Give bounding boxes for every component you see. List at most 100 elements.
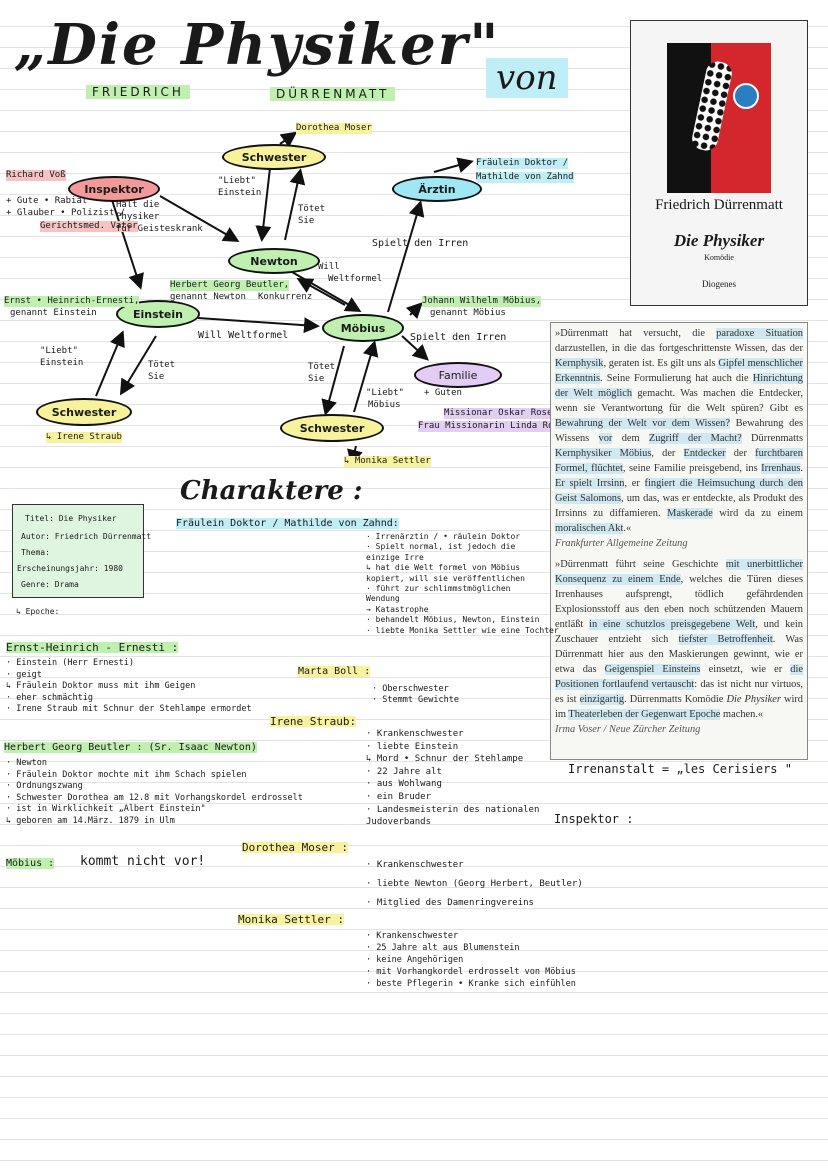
char-ernst-lines: · Einstein (Herr Ernesti) · geigt ↳ Fräu… xyxy=(6,658,252,714)
quote-2-text: »Dürrenmatt führt seine Geschichte mit u… xyxy=(555,557,803,722)
arrow-newton-schwester xyxy=(284,168,306,241)
quote-text-segment: Die Physiker xyxy=(726,694,781,705)
label-dorothea: Dorothea Moser xyxy=(296,123,372,134)
page-title: „Die Physiker" xyxy=(14,12,501,78)
char-marta-name: Marta Boll : xyxy=(298,666,371,677)
label-haelt3: für Geisteskrank xyxy=(116,224,203,234)
quote-text-segment: , er xyxy=(624,478,645,489)
label-fraeulein-1: Fräulein Doktor / xyxy=(476,158,569,169)
label-ernst-1: Ernst • Heinrich-Ernesti, xyxy=(4,296,140,307)
highlighted-phrase: in eine schutzlos preisgegebene Welt xyxy=(589,619,756,630)
info-genre: Genre: Drama xyxy=(21,580,79,589)
label-toetet-mid-1: Tötet xyxy=(308,362,336,372)
highlighted-phrase: paradoxe Situation xyxy=(716,328,803,339)
label-gerichtsmed: Gerichtsmed. Vater xyxy=(40,221,138,232)
label-will-2: Weltformel xyxy=(328,274,383,284)
label-herbert-1: Herbert Georg Beutler, xyxy=(170,280,290,291)
label-toetet-left-1: Tötet xyxy=(148,360,176,370)
label-guten: + Guten xyxy=(424,388,462,398)
label-liebt-left-2: Einstein xyxy=(40,358,84,368)
highlighted-phrase: Bewahrung der Welt vor dem Wissen? xyxy=(555,418,730,429)
label-missionar-2: Frau Missionarin Linda Rose xyxy=(418,421,565,432)
quote-text-segment: : das ist nicht nur virtuos, es ist xyxy=(555,679,803,705)
char-moebius-name: Möbius : xyxy=(6,858,55,869)
char-irene-lines: · Krankenschwester · liebte Einstein ↳ M… xyxy=(366,729,540,828)
quote-text-segment: , und kein Zuschauer entzieht sich xyxy=(555,619,803,645)
char-monika-lines: · Krankenschwester · 25 Jahre alt aus Bl… xyxy=(366,931,576,989)
author-firstname: FRIEDRICH xyxy=(86,85,190,99)
label-fraeulein-2: Mathilde von Zahnd xyxy=(476,172,574,183)
inspektor-note: Inspektor : xyxy=(554,812,634,826)
label-missionar-1: Missionar Oskar Rose / xyxy=(444,408,564,419)
cover-genre: Komödie xyxy=(704,253,734,262)
node-familie: Familie xyxy=(414,362,502,388)
arrow-moebius-johann xyxy=(405,302,423,320)
arrow-einstein-schwester xyxy=(119,335,157,396)
char-fraeulein-lines: · Irrenärztin / • räulein Doktor · Spiel… xyxy=(366,532,559,635)
char-fraeulein-name: Fräulein Doktor / Mathilde von Zahnd: xyxy=(176,518,399,529)
quote-text-segment: gemacht. Was machen die Entdecker, wenn … xyxy=(555,388,803,414)
quote-text-segment: »Dürrenmatt hat versucht, die xyxy=(555,328,717,339)
arrow-schwester-moebius xyxy=(353,340,379,413)
label-liebt-mid-2: Möbius xyxy=(368,400,401,410)
char-ernst-name: Ernst-Heinrich - Ernesti : xyxy=(6,641,179,654)
quote-text-segment: . xyxy=(800,463,804,474)
quote-text-segment: , geraten ist. Es gilt uns als xyxy=(603,358,719,369)
highlighted-phrase: Kernphysiker Möbius xyxy=(555,448,652,459)
label-spielt-irren: Spielt den Irren xyxy=(410,332,507,343)
label-toetet-mid-2: Sie xyxy=(308,374,325,384)
label-toetet-top-2: Sie xyxy=(298,216,315,226)
arrow-moebius-newton xyxy=(296,278,346,306)
quote-text-segment: darzustellen, in die das fortgeschritten… xyxy=(555,343,803,354)
quote-text-segment: , um das, was er entdeckte, als Produkt … xyxy=(555,493,803,519)
highlighted-phrase: tiefster Betroffenheit xyxy=(678,634,773,645)
arrow-einstein-moebius xyxy=(197,317,320,334)
highlighted-phrase: Geigenspiel Einsteins xyxy=(604,664,701,675)
label-liebt-einstein-2: Einstein xyxy=(218,188,262,198)
info-epoche: ↳ Epoche: xyxy=(16,607,60,616)
quote-1-text: »Dürrenmatt hat versucht, die paradoxe S… xyxy=(555,326,804,536)
label-will-1: Will xyxy=(318,262,340,272)
highlighted-phrase: Maskerade xyxy=(667,508,713,519)
highlighted-phrase: Entdecker xyxy=(683,448,726,459)
info-box: Titel: Die Physiker Autor: Friedrich Dür… xyxy=(12,504,151,598)
node-schwester-bottom: Schwester xyxy=(280,414,384,442)
label-richard: Richard Voß xyxy=(6,170,66,181)
char-moebius-extra: kommt nicht vor! xyxy=(80,854,206,869)
node-aerztin: Ärztin xyxy=(392,176,482,202)
highlighted-phrase: vor xyxy=(598,433,613,444)
label-toetet-left-2: Sie xyxy=(148,372,165,382)
relationship-arrows xyxy=(95,131,474,466)
quote-text-segment: machen.« xyxy=(720,709,764,720)
node-newton: Newton xyxy=(228,248,320,274)
info-autor: Autor: Friedrich Dürrenmatt xyxy=(21,532,152,541)
label-glauber: + Glauber • Polizist / xyxy=(6,208,126,218)
highlighted-phrase: Er spielt Irrsinn xyxy=(555,478,625,489)
quote-2-source: Irma Voser / Neue Zürcher Zeitung xyxy=(555,724,701,735)
highlighted-phrase: Kernphysik xyxy=(555,358,604,369)
char-herbert-lines: · Newton · Fräulein Doktor mochte mit ih… xyxy=(6,758,303,826)
von-text: von xyxy=(486,58,568,98)
quote-text-segment: , seine Familie preisgebend, ins xyxy=(622,463,762,474)
label-konkurrenz: Konkurrenz xyxy=(258,292,313,302)
arrow-moebius-schwester xyxy=(321,345,345,416)
arrow-moebius-familie xyxy=(401,335,429,361)
arrow-schwester-einstein xyxy=(95,330,125,397)
info-titel: Titel: Die Physiker xyxy=(25,514,117,523)
char-marta-lines: · Oberschwester · Stemmt Gewichte xyxy=(372,684,459,705)
label-irene: ↳ Irene Straub xyxy=(46,432,122,443)
label-liebt-mid-1: "Liebt" xyxy=(366,388,404,398)
info-jahr: Erscheinungsjahr: 1980 xyxy=(17,564,123,573)
highlighted-phrase: moralischen Akt xyxy=(555,523,624,534)
arrow-schwester-dorothea xyxy=(279,131,298,148)
arrow-schwester-newton xyxy=(255,167,272,242)
quote-text-segment: einsetzt, wie er xyxy=(700,664,791,675)
cover-title: Die Physiker xyxy=(673,231,765,250)
irrenanstalt-note: Irrenanstalt = „les Cerisiers " xyxy=(568,762,792,776)
quote-text-segment: wird im xyxy=(555,694,803,720)
quote-text-segment: Dürrenmatts xyxy=(741,433,803,444)
info-thema: Thema: xyxy=(21,548,50,557)
quote-text-segment: der xyxy=(725,448,756,459)
quote-text-segment: , welches die Türen dieses Irrenhauses a… xyxy=(555,574,803,630)
label-liebt-einstein-1: "Liebt" xyxy=(218,176,256,186)
